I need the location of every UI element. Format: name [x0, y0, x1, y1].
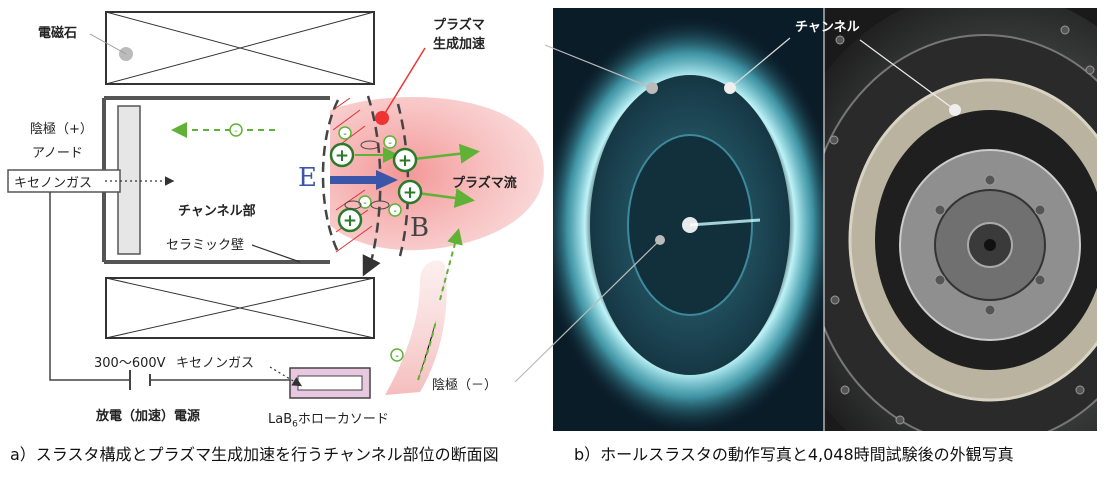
- plasma-accel-label-1: プラズマ: [433, 18, 485, 33]
- channel-label: チャンネル: [795, 20, 860, 35]
- anode-label: アノード: [32, 146, 83, 161]
- svg-text:-: -: [234, 126, 238, 137]
- b-field-line-1: [321, 99, 340, 253]
- plasma-plume: [330, 97, 544, 251]
- electron-4: -: [388, 203, 402, 217]
- voltage-label: 300〜600V: [94, 356, 166, 371]
- electron-2: -: [383, 135, 397, 149]
- electron-1: -: [338, 126, 352, 140]
- photo-marker-1: [646, 82, 658, 94]
- magnet-label: 電磁石: [38, 26, 78, 41]
- electron-up-arrow: [439, 228, 463, 301]
- svg-text:-: -: [363, 198, 367, 209]
- plasma-flow-label: プラズマ流: [452, 176, 517, 191]
- svg-text:-: -: [395, 351, 399, 362]
- e-field-label: E: [298, 163, 317, 193]
- svg-text:+: +: [335, 146, 349, 166]
- ion-plus-3: +: [397, 179, 423, 205]
- photo-marker-3: [949, 104, 961, 116]
- plasma-accel-label-2: 生成加速: [433, 37, 486, 52]
- cathode-plume: [385, 260, 447, 395]
- b-field-line-2: [366, 95, 382, 259]
- caption-left: a）スラスタ構成とプラズマ生成加速を行うチャンネル部位の断面図: [10, 445, 499, 464]
- svg-text:+: +: [403, 183, 417, 203]
- ceramic-wall-label: セラミック壁: [166, 238, 245, 253]
- ion-plus-2: +: [392, 147, 418, 173]
- xenon-cathode-label: キセノンガス: [176, 356, 255, 371]
- caption-right: b）ホールスラスタの動作写真と4,048時間試験後の外観写真: [574, 445, 1014, 464]
- operating-photo: [553, 8, 824, 431]
- ion-plus-1: +: [329, 142, 355, 168]
- post-test-photo: [824, 8, 1097, 431]
- photo-marker-2: [724, 82, 736, 94]
- power-supply-label: 放電（加速）電源: [96, 409, 201, 424]
- ion-plus-4: +: [337, 207, 363, 233]
- xenon-inlet-label: キセノンガス: [14, 176, 93, 191]
- electron-5: -: [390, 348, 404, 362]
- hollow-cathode-label: LaB6ホローカソード: [268, 412, 389, 430]
- svg-text:-: -: [343, 129, 347, 140]
- cathode-plus-label: 陰極（+）: [30, 122, 93, 137]
- b-field-label: B: [410, 213, 430, 243]
- svg-text:-: -: [393, 206, 397, 217]
- svg-text:+: +: [398, 151, 412, 171]
- photo-marker-4: [655, 235, 665, 245]
- svg-text:-: -: [388, 138, 392, 149]
- channel-part-label: チャンネル部: [178, 204, 256, 219]
- cathode-minus-label: 陰極（－）: [432, 378, 498, 393]
- svg-text:+: +: [343, 211, 357, 231]
